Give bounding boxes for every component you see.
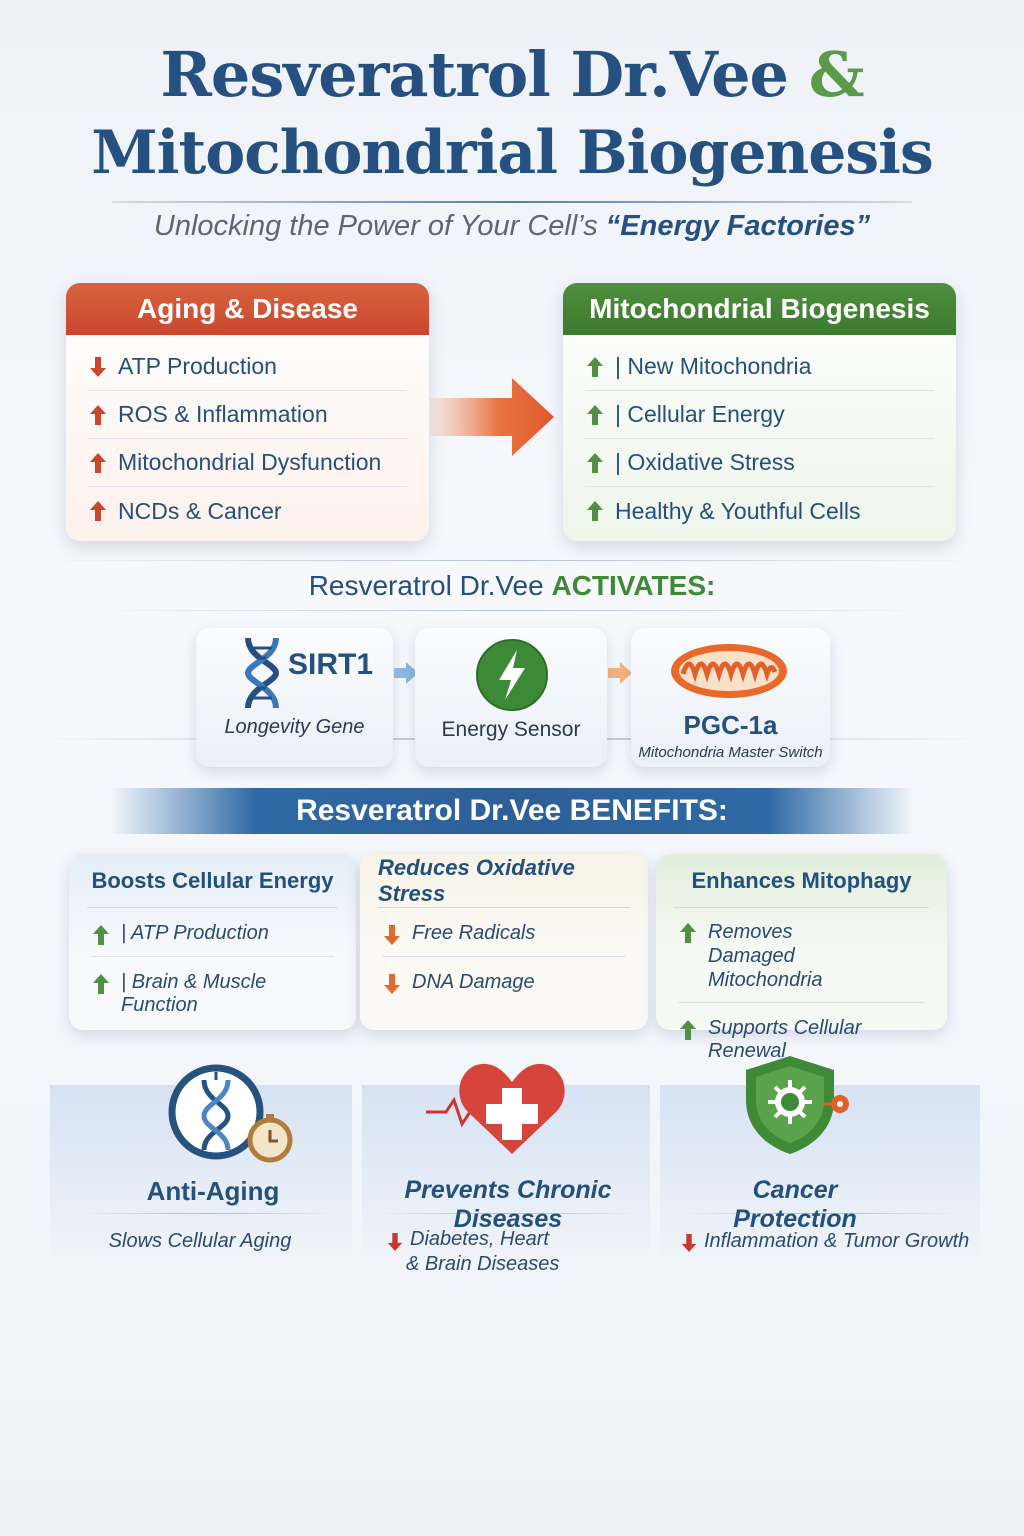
arrow-up-icon (90, 452, 106, 473)
arrow-down-icon (681, 1234, 697, 1252)
aging-item-label: Mitochondrial Dysfunction (118, 449, 382, 475)
biogenesis-item: | New Mitochondria (585, 343, 934, 391)
activates-prefix: Resveratrol Dr.Vee (308, 570, 552, 601)
title-divider (112, 201, 912, 203)
benefits-banner: Resveratrol Dr.Vee BENEFITS: (110, 788, 914, 834)
page-title-line1: Resveratrol Dr.Vee & (0, 38, 1024, 111)
arrow-up-icon (90, 404, 106, 425)
biogenesis-item-label: | Oxidative Stress (615, 449, 795, 475)
title-text: Resveratrol Dr.Vee (160, 38, 789, 111)
arrow-up-icon (587, 356, 603, 377)
benefit-item-label: Free Radicals (412, 922, 536, 944)
benefit-card-oxidative: Reduces Oxidative Stress Free Radicals D… (360, 854, 648, 1030)
lightning-icon (476, 639, 548, 711)
page-subtitle: Unlocking the Power of Your Cell’s “Ener… (0, 210, 1024, 243)
connector-arrow-icon (394, 662, 418, 684)
benefit-item-label: Supports Cellular Renewal (708, 1017, 862, 1062)
pgc1a-card: PGC-1a Mitochondria Master Switch (631, 628, 830, 767)
section-divider (90, 610, 934, 611)
sirt1-caption: Longevity Gene (224, 716, 365, 738)
energy-sensor-caption: Energy Sensor (441, 718, 581, 741)
arrow-down-icon (384, 974, 400, 994)
sirt1-card: SIRT1 Longevity Gene (196, 628, 393, 767)
benefit-item: Free Radicals (382, 908, 626, 957)
arrow-up-icon (587, 404, 603, 425)
arrow-up-icon (680, 1020, 696, 1040)
biogenesis-item-label: Healthy & Youthful Cells (615, 497, 861, 524)
aging-item: Mitochondrial Dysfunction (88, 439, 407, 487)
benefit-card-title: Reduces Oxidative Stress (378, 854, 630, 908)
biogenesis-item: Healthy & Youthful Cells (585, 487, 934, 535)
arrow-down-icon (387, 1233, 403, 1251)
aging-disease-box: Aging & Disease ATP Production ROS & Inf… (66, 283, 429, 541)
section-divider (40, 560, 984, 561)
pgc1a-caption: Mitochondria Master Switch (638, 744, 823, 761)
benefit-item: Supports Cellular Renewal (678, 1003, 925, 1073)
benefit-item: | Brain & Muscle Function (91, 957, 334, 1027)
outcome-divider (376, 1213, 640, 1214)
activates-heading: Resveratrol Dr.Vee ACTIVATES: (0, 570, 1024, 602)
aging-item-label: NCDs & Cancer (118, 497, 282, 524)
outcome-subtitle: Diabetes, Heart (410, 1228, 549, 1250)
arrow-down-icon (384, 925, 400, 945)
benefit-item: | ATP Production (91, 908, 334, 957)
subtitle-text: Unlocking the Power of Your Cell’s (153, 210, 606, 242)
outcome-title: Cancer Protection (733, 1176, 857, 1233)
subtitle-emphasis: “Energy Factories” (605, 210, 871, 242)
biogenesis-title: Mitochondrial Biogenesis (563, 283, 956, 335)
aging-item: ATP Production (88, 343, 407, 391)
outcome-divider (680, 1213, 960, 1214)
aging-item: ROS & Inflammation (88, 391, 407, 439)
energy-sensor-card: Energy Sensor (415, 628, 607, 767)
sirt1-label: SIRT1 (288, 648, 374, 681)
outcome-subtitle: Inflammation & Tumor Growth (704, 1230, 970, 1252)
pgc1a-label: PGC-1a (683, 710, 778, 740)
outcome-subtitle: & Brain Diseases (406, 1253, 560, 1275)
transition-arrow-icon (430, 378, 554, 456)
outcome-divider (78, 1213, 338, 1214)
shield-virus-icon (746, 1056, 849, 1154)
mitochondria-icon (671, 644, 787, 698)
biogenesis-item: | Oxidative Stress (585, 439, 934, 487)
aging-item-label: ATP Production (118, 353, 277, 379)
aging-item: NCDs & Cancer (88, 487, 407, 535)
activates-emphasis: ACTIVATES: (551, 570, 716, 601)
biogenesis-box: Mitochondrial Biogenesis | New Mitochond… (563, 283, 956, 541)
benefit-card-title: Enhances Mitophagy (674, 854, 929, 908)
benefit-card-title: Boosts Cellular Energy (87, 854, 338, 908)
aging-disease-title: Aging & Disease (66, 283, 429, 335)
benefit-item-label: DNA Damage (412, 971, 535, 993)
arrow-up-icon (587, 501, 603, 521)
outcome-title: Anti-Aging (146, 1176, 280, 1206)
benefit-item-label: | ATP Production (121, 922, 269, 944)
biogenesis-item: | Cellular Energy (585, 391, 934, 439)
outcome-title: Prevents Chronic Diseases (404, 1176, 612, 1233)
benefit-card-energy: Boosts Cellular Energy | ATP Production … (69, 854, 356, 1030)
arrow-up-icon (680, 923, 696, 943)
benefit-item-label: Removes Damaged Mitochondria (708, 921, 823, 991)
benefit-item: Removes Damaged Mitochondria (678, 908, 925, 1003)
arrow-down-icon (90, 356, 106, 377)
arrow-up-icon (90, 501, 106, 521)
dna-icon (244, 637, 280, 709)
connector-arrow-icon (608, 662, 632, 684)
outcome-subtitle: Slows Cellular Aging (108, 1230, 292, 1252)
title-ampersand: & (808, 38, 865, 111)
biogenesis-item-label: | New Mitochondria (615, 353, 812, 379)
dna-clock-icon (168, 1064, 293, 1163)
arrow-up-icon (93, 974, 109, 994)
arrow-up-icon (93, 925, 109, 945)
page-title-line2: Mitochondrial Biogenesis (91, 118, 933, 188)
heart-cross-icon (426, 1063, 565, 1154)
benefit-item-label: | Brain & Muscle Function (121, 971, 267, 1016)
biogenesis-item-label: | Cellular Energy (615, 401, 785, 427)
benefit-item: DNA Damage (382, 957, 626, 1005)
arrow-up-icon (587, 452, 603, 473)
benefit-card-mitophagy: Enhances Mitophagy Removes Damaged Mitoc… (656, 854, 947, 1062)
aging-item-label: ROS & Inflammation (118, 401, 328, 427)
